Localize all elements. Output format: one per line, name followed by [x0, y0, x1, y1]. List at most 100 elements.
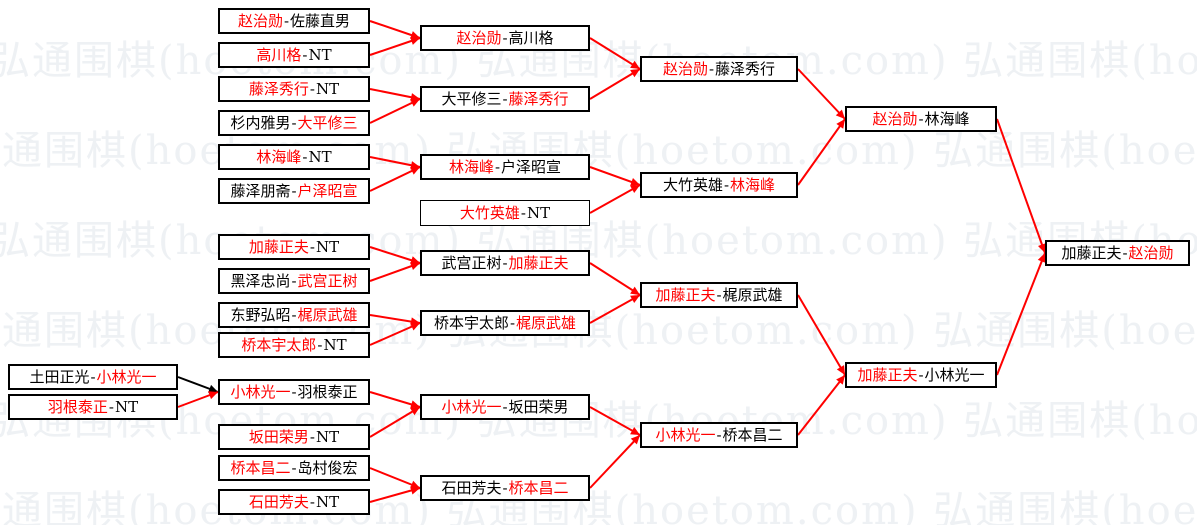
match-box-r2-m2[interactable]: 高川格-NT: [218, 42, 370, 68]
c-r2m11-to-r3m7: [177, 391, 219, 408]
match-box-r3-m5[interactable]: 武宫正树-加藤正夫: [420, 250, 590, 276]
c-r2m4-to-r3m2-arrowhead: [410, 99, 420, 107]
player-name-left: 藤泽秀行: [248, 79, 309, 98]
c-r4m3-to-r5m2-arrowhead: [836, 365, 845, 375]
match-box-r5-m2[interactable]: 加藤正夫-小林光一: [845, 362, 997, 388]
player-name-left: 武宫正树: [441, 253, 502, 272]
c-r2m9-to-r3m6: [369, 314, 421, 324]
c-r3m7-to-r3m8: [369, 391, 421, 408]
c-r4m1-to-r5m1-arrowhead: [835, 109, 845, 119]
c-r2m10-to-r3m6-arrowhead: [410, 322, 420, 331]
player-name-left: 东野弘昭: [230, 305, 291, 324]
match-box-r6-m1[interactable]: 加藤正夫-赵治勋: [1045, 240, 1190, 266]
player-separator: -: [291, 181, 297, 200]
match-box-r3-m4[interactable]: 大竹英雄-NT: [420, 200, 590, 226]
player-name-right: NT: [315, 427, 340, 446]
player-separator: -: [302, 45, 308, 64]
player-name-left: 杉内雅男: [230, 113, 291, 132]
player-name-right: 大平修三: [297, 113, 358, 132]
player-name-right: 梶原武雄: [722, 285, 783, 304]
player-name-right: NT: [315, 237, 340, 256]
player-name-right: 羽根泰正: [297, 382, 358, 401]
watermark-text: 弘通围棋(hoetom.com) 弘通围棋(hoetom.com) 弘通围棋(h…: [0, 218, 1197, 264]
watermark-text: 弘通围棋(hoetom.com) 弘通围棋(hoetom.com) 弘通围棋(h…: [0, 128, 1197, 174]
c-r3m9-to-r4m4: [589, 434, 641, 489]
match-box-r3-m8[interactable]: 小林光一-坂田荣男: [420, 394, 590, 420]
match-box-r2-m9[interactable]: 东野弘昭-梶原武雄: [218, 302, 370, 328]
c-r2m8-to-r3m5: [369, 262, 421, 282]
c-r3m4-to-r4m2: [589, 184, 641, 214]
player-separator: -: [716, 285, 722, 304]
match-box-r4-m3[interactable]: 加藤正夫-梶原武雄: [640, 282, 798, 308]
match-box-r2-m7[interactable]: 加藤正夫-NT: [218, 234, 370, 260]
c-r3m2-to-r4m1-arrowhead: [630, 69, 640, 78]
match-box-r3-m3[interactable]: 林海峰-户泽昭宣: [420, 154, 590, 180]
player-name-left: 黑泽忠尚: [230, 271, 291, 290]
player-name-left: 高川格: [256, 45, 302, 64]
match-box-r5-m1[interactable]: 赵治勋-林海峰: [845, 106, 997, 132]
player-separator: -: [309, 427, 315, 446]
player-name-left: 石田芳夫: [441, 478, 502, 497]
c-r2m7-to-r3m5: [369, 246, 421, 264]
match-box-r3-m9[interactable]: 石田芳夫-桥本昌二: [420, 475, 590, 501]
match-box-r3-m1[interactable]: 赵治勋-高川格: [420, 25, 590, 51]
player-name-right: 桥本昌二: [508, 478, 569, 497]
player-name-right: 梶原武雄: [516, 313, 577, 332]
player-separator: -: [309, 237, 315, 256]
c-r1m0-to-r3m7: [177, 376, 219, 393]
player-name-right: 户泽昭宣: [297, 181, 358, 200]
c-r3m8-to-r4m4-arrowhead: [630, 426, 640, 435]
player-separator: -: [302, 147, 308, 166]
player-name-left: 土田正光: [29, 367, 90, 386]
player-name-left: 藤泽朋斋: [230, 181, 291, 200]
player-separator: -: [291, 271, 297, 290]
c-r2m11-to-r3m7-arrowhead: [208, 391, 218, 400]
c-r3m3-to-r4m2-arrowhead: [630, 177, 640, 186]
player-name-right: 林海峰: [924, 109, 970, 128]
player-name-right: NT: [114, 397, 139, 416]
match-box-r2-m14[interactable]: 石田芳夫-NT: [218, 489, 370, 515]
c-r2m13-to-r3m9-arrowhead: [410, 480, 420, 489]
match-box-r4-m1[interactable]: 赵治勋-藤泽秀行: [640, 56, 798, 82]
match-box-r2-m5[interactable]: 林海峰-NT: [218, 144, 370, 170]
player-name-left: 加藤正夫: [655, 285, 716, 304]
match-box-r2-m8[interactable]: 黑泽忠尚-武宫正树: [218, 268, 370, 294]
match-box-r3-m2[interactable]: 大平修三-藤泽秀行: [420, 86, 590, 112]
match-box-r4-m2[interactable]: 大竹英雄-林海峰: [640, 172, 798, 198]
player-separator: -: [502, 478, 508, 497]
c-r4m3-to-r5m2: [797, 294, 846, 376]
player-separator: -: [90, 367, 96, 386]
c-r2m1-to-r3m1-arrowhead: [410, 31, 420, 40]
match-box-r2-m6[interactable]: 藤泽朋斋-户泽昭宣: [218, 178, 370, 204]
player-name-left: 桥本宇太郎: [241, 335, 317, 354]
c-r3m6-to-r4m3: [589, 294, 641, 324]
match-box-r1-m0[interactable]: 土田正光-小林光一: [8, 364, 178, 390]
match-box-r4-m4[interactable]: 小林光一-桥本昌二: [640, 422, 798, 448]
match-box-r3-m6[interactable]: 桥本宇太郎-梶原武雄: [420, 310, 590, 336]
match-box-r2-m10[interactable]: 桥本宇太郎-NT: [218, 332, 370, 358]
c-r2m12-to-r3m8-arrowhead: [410, 407, 420, 416]
watermark-text: 弘通围棋(hoetom.com) 弘通围棋(hoetom.com) 弘通围棋(h…: [0, 308, 1197, 354]
match-box-r2-m13[interactable]: 桥本昌二-岛村俊宏: [218, 455, 370, 481]
player-separator: -: [494, 157, 501, 176]
player-name-right: NT: [308, 147, 332, 166]
c-r3m1-to-r4m1: [589, 37, 641, 70]
match-box-r2-m12[interactable]: 坂田荣男-NT: [218, 424, 370, 450]
c-r2m14-to-r3m9: [369, 487, 421, 503]
player-name-left: 林海峰: [256, 147, 302, 166]
match-box-r2-m3[interactable]: 藤泽秀行-NT: [218, 76, 370, 102]
match-box-r2-m11[interactable]: 羽根泰正-NT: [8, 394, 178, 420]
player-name-right: 小林光一: [96, 367, 157, 386]
c-r2m6-to-r3m3-arrowhead: [410, 167, 420, 175]
player-name-right: 赵治勋: [1128, 243, 1174, 262]
watermark-text: 弘通围棋(hoetom.com) 弘通围棋(hoetom.com) 弘通围棋(h…: [0, 398, 1197, 444]
c-r5m1-to-r6m1: [996, 118, 1046, 254]
match-box-r2-m1[interactable]: 赵治勋-佐藤直男: [218, 8, 370, 34]
player-separator: -: [291, 458, 297, 477]
c-r5m2-to-r6m1: [996, 252, 1046, 376]
match-box-r2-m4[interactable]: 杉内雅男-大平修三: [218, 110, 370, 136]
match-box-r3-m7[interactable]: 小林光一-羽根泰正: [218, 379, 370, 405]
c-r2m5-to-r3m3-arrowhead: [410, 161, 420, 170]
